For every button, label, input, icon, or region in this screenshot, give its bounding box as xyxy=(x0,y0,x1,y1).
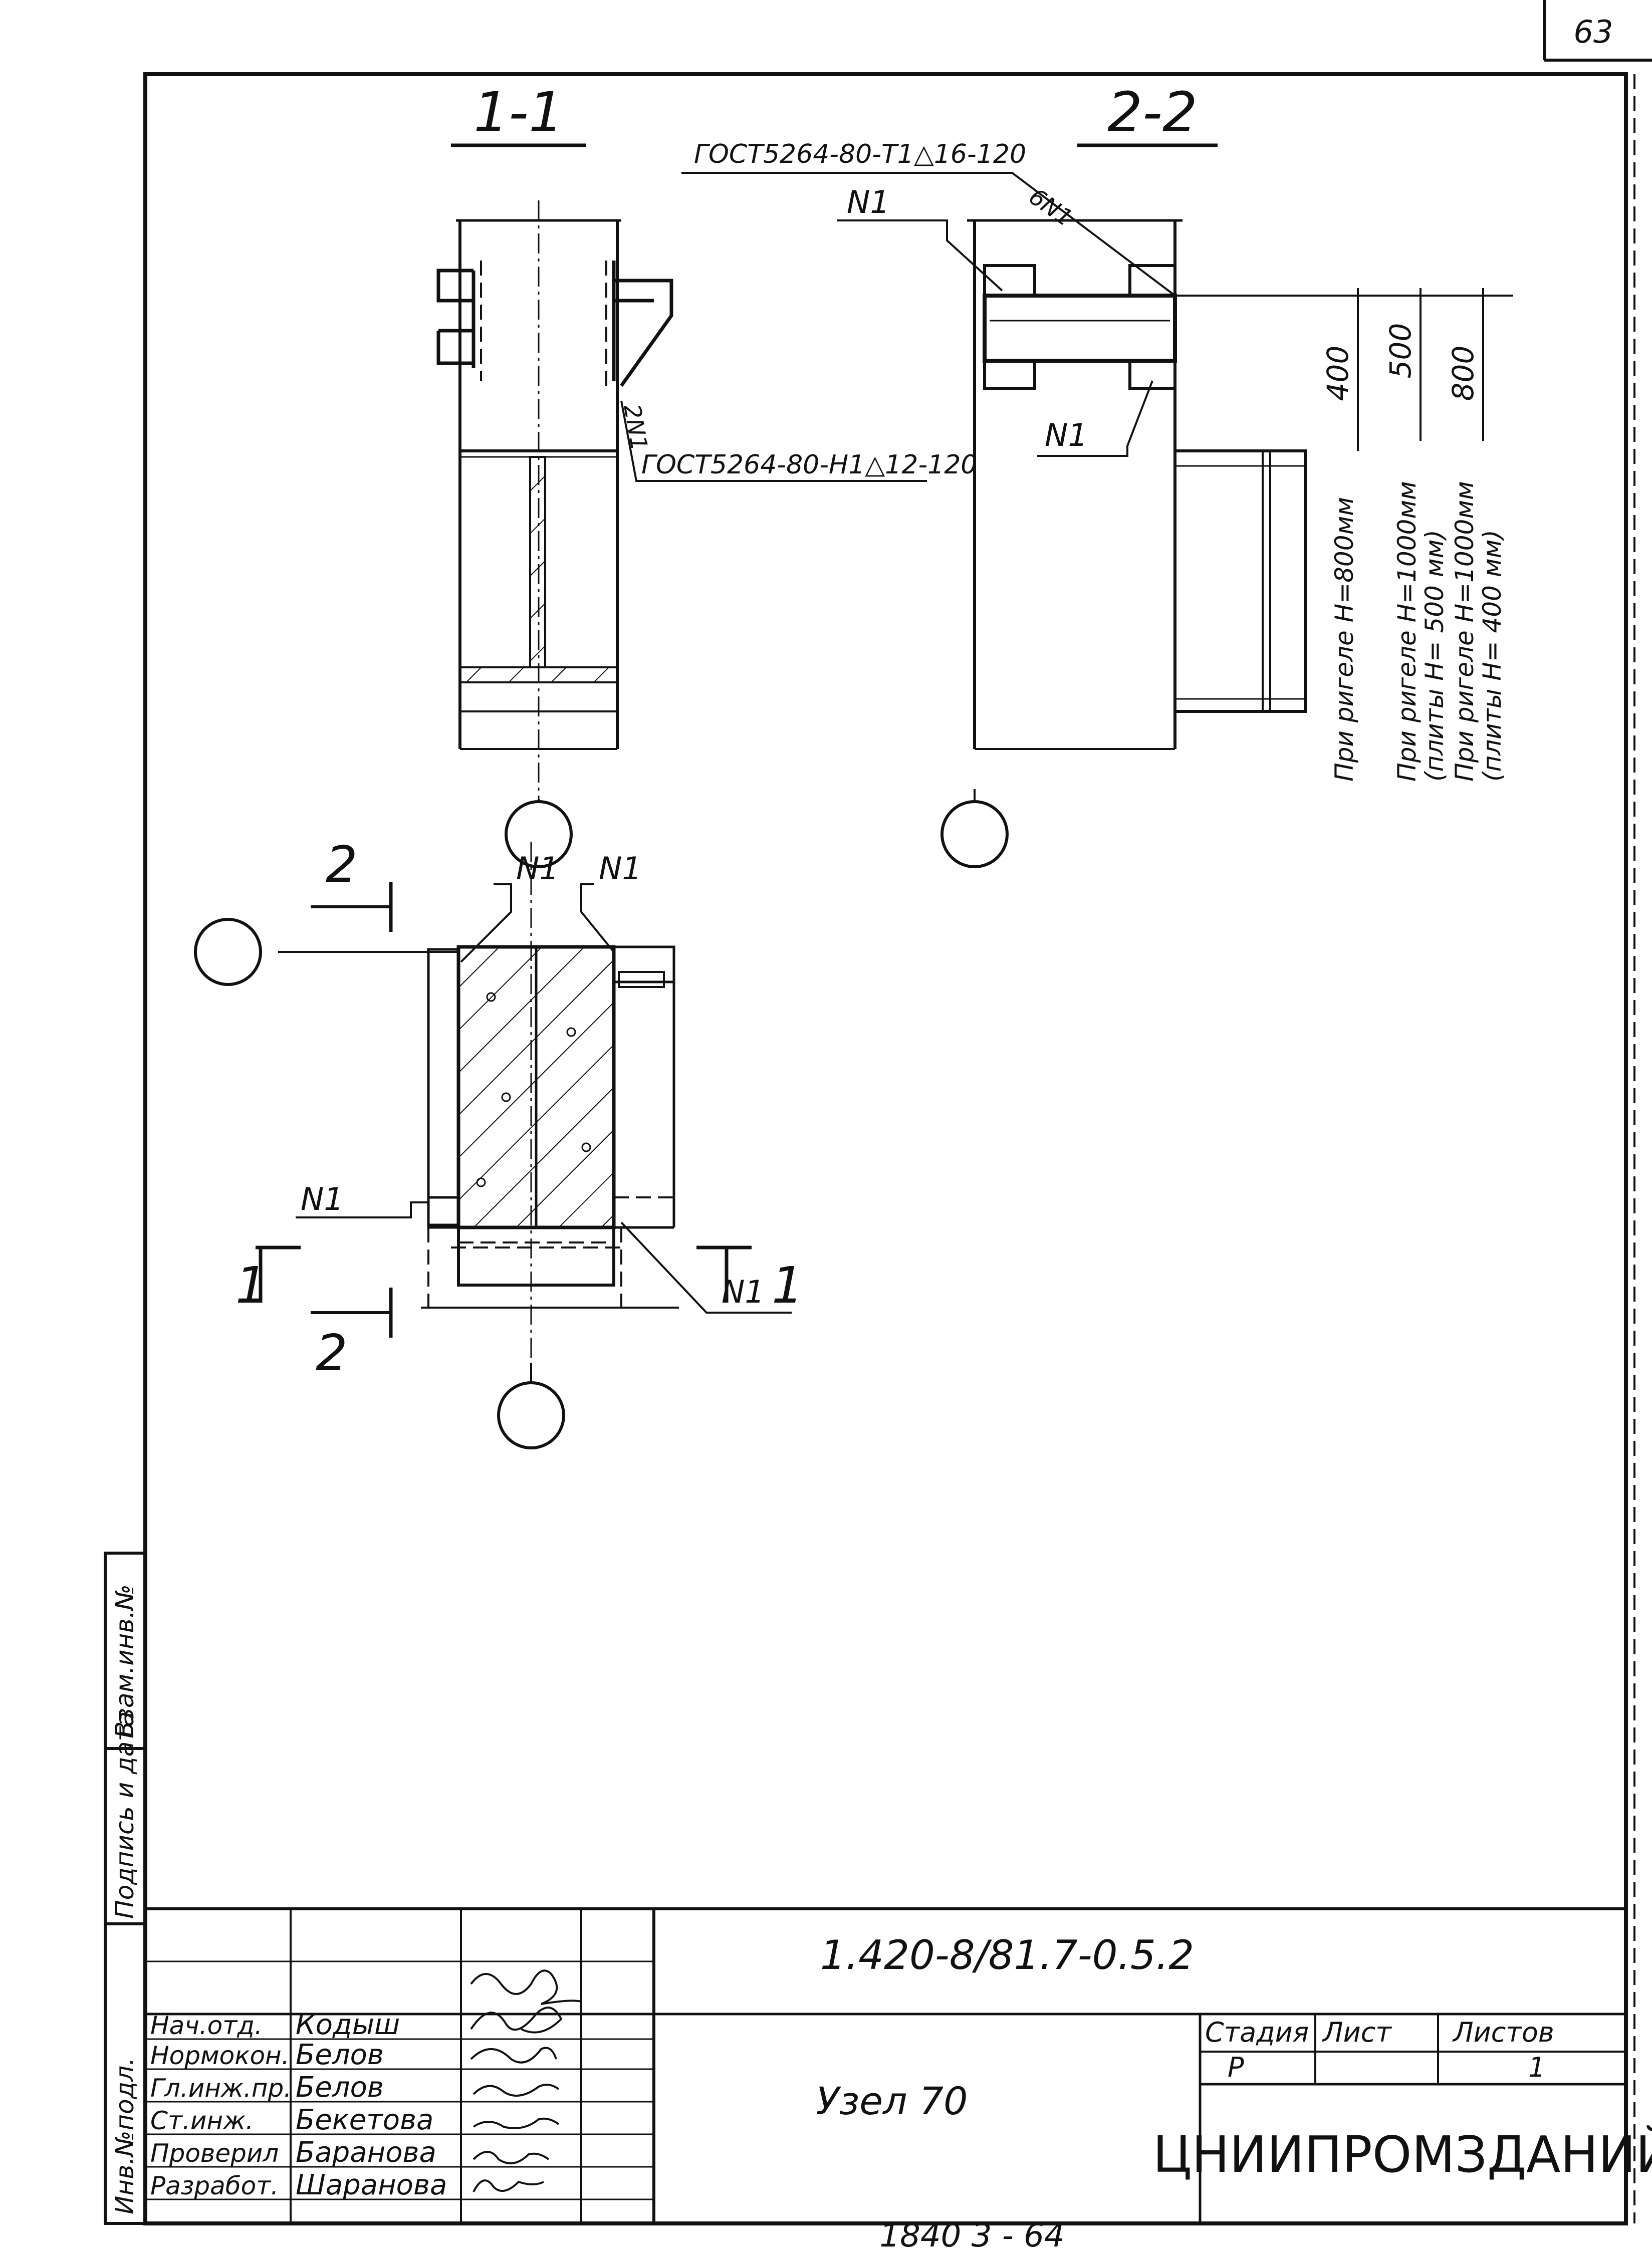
staff-role-5: Разработ. xyxy=(150,2171,279,2200)
axis-bubble xyxy=(505,800,573,868)
section-2-2-weld-mark: 6N1 xyxy=(1024,183,1078,232)
footer-note: 1840 3 - 64 xyxy=(879,2217,1064,2249)
staff-role-3: Ст.инж. xyxy=(150,2106,254,2135)
stamp-inv-podl: Инв.№подл. xyxy=(110,2058,139,2214)
staff-role-4: Проверил xyxy=(150,2139,279,2168)
staff-name-0: Кодыш xyxy=(296,2009,400,2041)
note-line-4: При ригеле Н=1000мм xyxy=(1450,481,1479,782)
section-2-2-weld-note: ГОСТ5264-80-Т1△16-120 xyxy=(694,139,1026,169)
dimension-500: 500 xyxy=(1383,323,1418,379)
side-stamp: Инв.№подл. Подпись и дата Взам.инв.№ xyxy=(104,1552,147,2225)
axis-bubble xyxy=(497,1381,565,1449)
staff-role-0: Нач.отд. xyxy=(150,2011,263,2040)
note-line-2: При ригеле Н=1000мм xyxy=(1392,481,1422,782)
staff-role-1: Нормокон. xyxy=(150,2041,290,2070)
sheets-value: 1 xyxy=(1528,2052,1545,2083)
dimension-800: 800 xyxy=(1446,346,1480,401)
section-2-2-title: 2-2 xyxy=(1107,80,1198,144)
section-1-1-weld-mark: 2N1 xyxy=(618,402,653,453)
plan-marker-top-left: N1 xyxy=(516,850,559,887)
stamp-signature-date: Подпись и дата xyxy=(110,1711,139,1919)
plan-marker-top-right: N1 xyxy=(599,850,642,887)
stage-value: Р xyxy=(1228,2052,1244,2083)
staff-name-5: Шаранова xyxy=(296,2169,447,2201)
plan-marker-bottom-right: N1 xyxy=(722,1274,765,1310)
section-2-2-marker-b: N1 xyxy=(1045,417,1088,453)
page-number: 63 xyxy=(1574,14,1613,50)
staff-name-4: Баранова xyxy=(296,2136,436,2169)
sheets-label: Листов xyxy=(1452,2017,1554,2048)
staff-name-2: Белов xyxy=(296,2071,384,2104)
staff-name-1: Белов xyxy=(296,2039,384,2071)
sheet-label: Лист xyxy=(1322,2017,1392,2048)
cut-2-bottom-label: 2 xyxy=(316,1324,348,1382)
plan-view: 2 2 1 1 xyxy=(194,835,804,1449)
section-1-1: 1-1 2N1 ГОСТ5264-80-Н1△12-120 xyxy=(436,80,977,868)
page-number-box: 63 xyxy=(1543,0,1652,62)
note-line-5: (плиты Н= 400 мм) xyxy=(1478,530,1507,782)
stamp-vzam-inv: Взам.инв.№ xyxy=(110,1584,139,1738)
section-2-2-marker-a: N1 xyxy=(847,184,890,220)
staff-name-3: Бекетова xyxy=(296,2104,433,2136)
title-block: 1.420-8/81.7-0.5.2 Узел 70 Стадия Лист Л… xyxy=(145,1907,1652,2223)
cut-2-top-label: 2 xyxy=(326,835,358,894)
cut-1-right-label: 1 xyxy=(772,1256,804,1315)
axis-bubble xyxy=(940,800,1009,868)
section-2-2: 2-2 ГОСТ5264-80-Т1△16-120 6N1 N1 N1 400 … xyxy=(681,80,1513,868)
organization-name: ЦНИИПРОМЗДАНИЙ xyxy=(1153,2125,1652,2184)
note-line-1: При ригеле Н=800мм xyxy=(1330,497,1359,782)
staff-role-2: Гл.инж.пр. xyxy=(150,2074,292,2103)
dimension-400: 400 xyxy=(1321,346,1355,401)
document-code: 1.420-8/81.7-0.5.2 xyxy=(820,1932,1194,1978)
section-1-1-weld-note: ГОСТ5264-80-Н1△12-120 xyxy=(641,450,977,480)
plan-marker-left: N1 xyxy=(301,1181,344,1217)
drawing-frame xyxy=(143,72,1628,2225)
stage-label: Стадия xyxy=(1205,2017,1309,2048)
note-line-3: (плиты Н= 500 мм) xyxy=(1420,530,1449,782)
signatures xyxy=(470,1969,582,2192)
axis-bubble xyxy=(194,918,262,986)
section-1-1-title: 1-1 xyxy=(474,80,564,144)
cut-1-left-label: 1 xyxy=(235,1256,268,1315)
node-title: Узел 70 xyxy=(816,2079,968,2123)
